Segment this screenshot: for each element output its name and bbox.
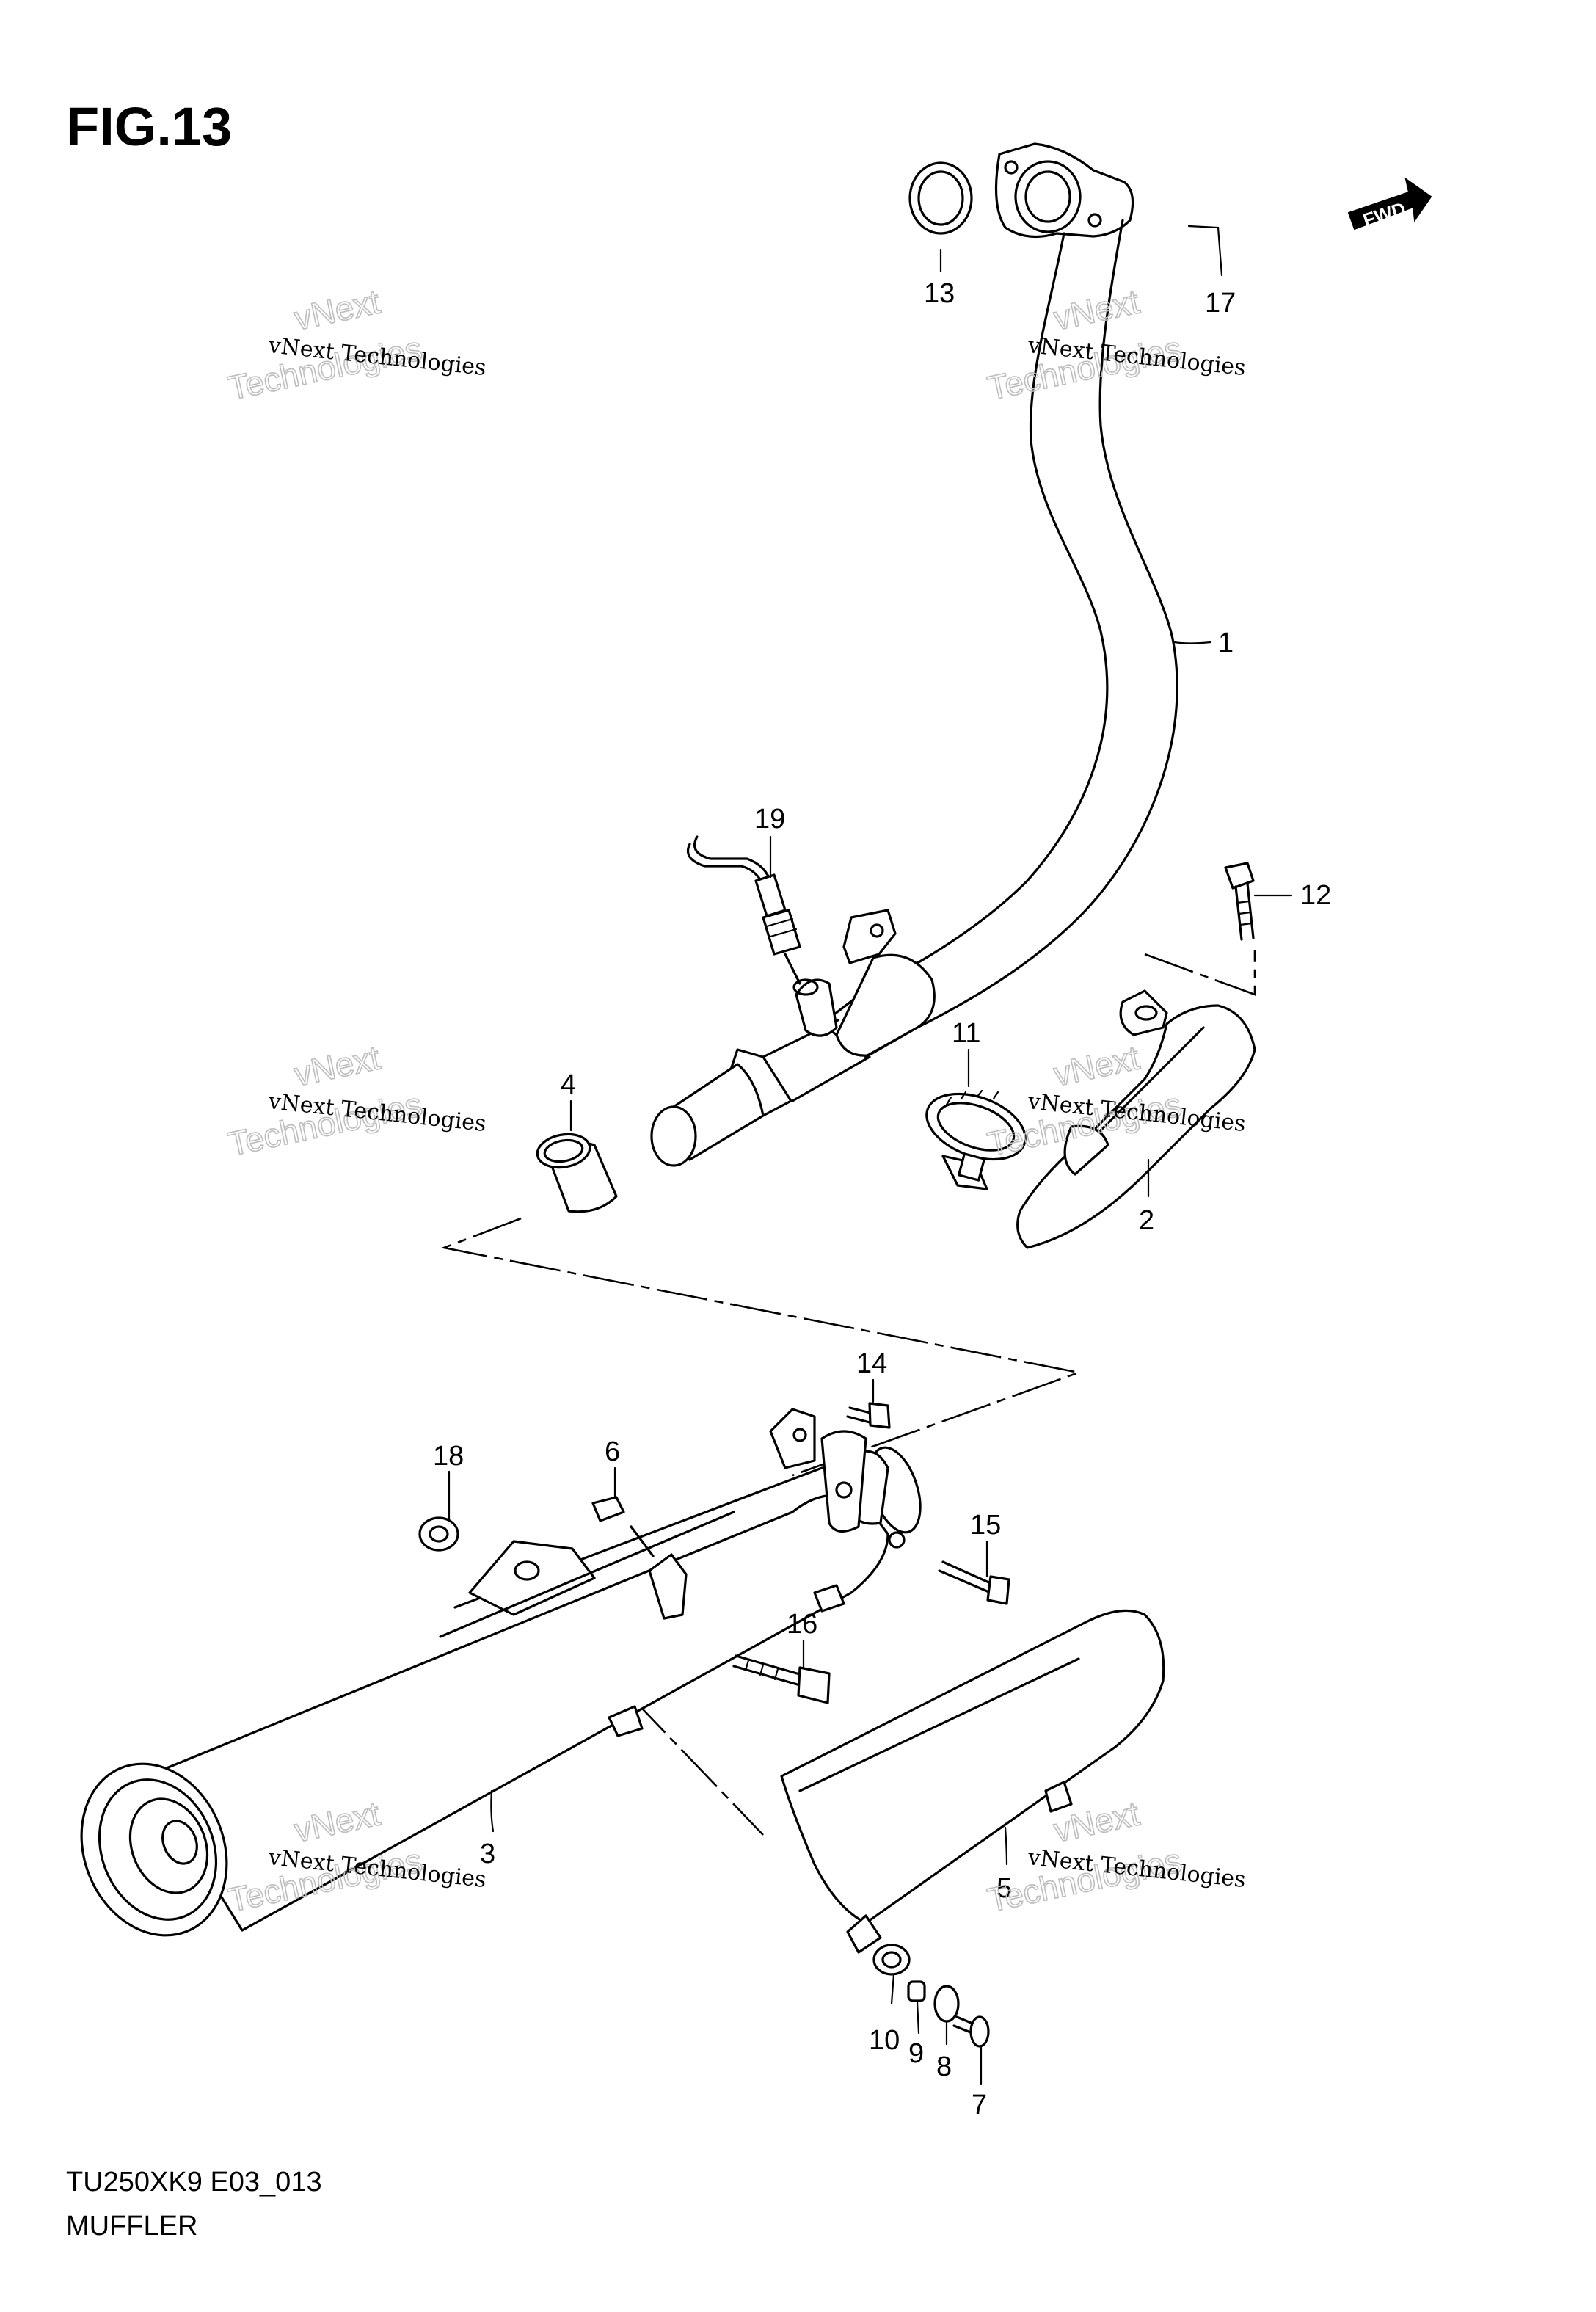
callout-17: 17 bbox=[1205, 288, 1236, 319]
part-5-heat-shield bbox=[780, 1609, 1165, 1954]
callout-15: 15 bbox=[970, 1510, 1001, 1541]
fwd-label: FWD bbox=[1360, 197, 1408, 231]
part-16-bolt bbox=[732, 1654, 831, 1704]
dashed-assembly-lines bbox=[440, 950, 1256, 1836]
callout-10: 10 bbox=[869, 2025, 900, 2056]
callout-18: 18 bbox=[433, 1441, 464, 1472]
callout-1: 1 bbox=[1218, 628, 1234, 658]
callout-6: 6 bbox=[605, 1436, 620, 1467]
figure-name: MUFFLER bbox=[66, 2211, 197, 2242]
callout-19: 19 bbox=[754, 804, 785, 835]
part-1-exhaust-pipe bbox=[650, 142, 1178, 1167]
svg-text:vNext: vNext bbox=[291, 1038, 383, 1093]
part-18-nut bbox=[418, 1516, 459, 1552]
callout-11: 11 bbox=[952, 1018, 980, 1049]
svg-text:vNext: vNext bbox=[291, 282, 383, 337]
part-8-washer bbox=[933, 1985, 960, 2023]
part-4-sleeve bbox=[536, 1133, 618, 1213]
callout-numbers: 1 2 3 4 5 6 7 8 9 10 11 12 13 14 15 16 1… bbox=[433, 278, 1331, 2120]
callout-5: 5 bbox=[996, 1873, 1012, 1904]
callout-3: 3 bbox=[480, 1839, 495, 1869]
part-19-sensor bbox=[686, 835, 801, 985]
part-12-bolt bbox=[1224, 862, 1255, 941]
svg-text:vNext: vNext bbox=[1050, 282, 1143, 337]
callout-8: 8 bbox=[936, 2051, 952, 2082]
model-code: TU250XK9 E03_013 bbox=[66, 2167, 322, 2198]
callout-2: 2 bbox=[1139, 1205, 1154, 1236]
part-7-bolt bbox=[952, 2015, 990, 2048]
figure-title: FIG.13 bbox=[66, 96, 232, 157]
callout-7: 7 bbox=[972, 2090, 987, 2120]
svg-text:vNext: vNext bbox=[1050, 1038, 1143, 1093]
watermark-1: vNext Technologies vNext Technologies bbox=[224, 282, 487, 408]
part-9-collar bbox=[907, 1980, 926, 2002]
callout-9: 9 bbox=[908, 2038, 924, 2069]
part-15-bolt bbox=[888, 1531, 1010, 1605]
part-11-clamp bbox=[925, 1089, 1027, 1190]
part-14-bolt bbox=[846, 1402, 891, 1429]
fwd-arrow-icon: FWD bbox=[1347, 177, 1432, 231]
part-13-gasket bbox=[908, 161, 973, 235]
part-2-heat-shield bbox=[1016, 989, 1256, 1249]
watermark-3: vNext Technologies vNext Technologies bbox=[224, 1038, 487, 1164]
callout-12: 12 bbox=[1300, 880, 1331, 911]
callout-leaders bbox=[448, 225, 1293, 2086]
part-3-muffler bbox=[80, 1408, 922, 1937]
part-6-bracket bbox=[591, 1496, 688, 1620]
callout-14: 14 bbox=[856, 1348, 887, 1379]
callout-13: 13 bbox=[924, 278, 955, 309]
part-10-grommet bbox=[872, 1944, 911, 1976]
callout-4: 4 bbox=[561, 1069, 576, 1100]
callout-16: 16 bbox=[787, 1609, 817, 1640]
